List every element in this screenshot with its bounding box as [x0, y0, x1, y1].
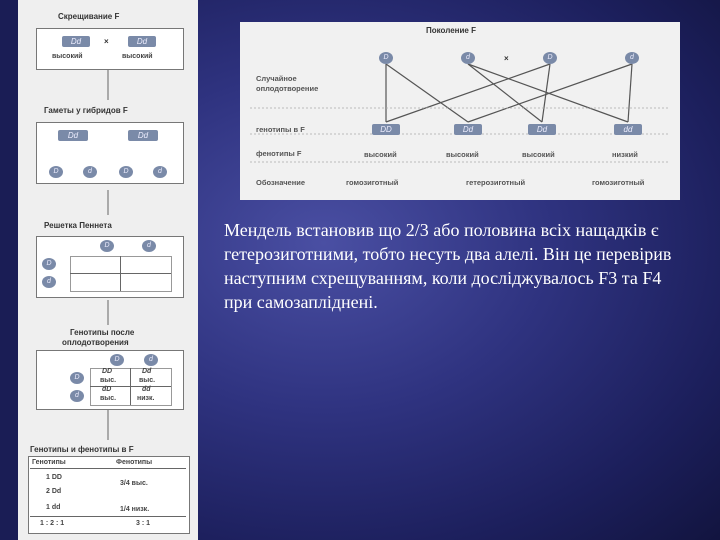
cross-title: Скрещивание F [58, 12, 120, 21]
designation-item: гетерозиготный [466, 178, 526, 187]
summary-header-divider [30, 468, 186, 469]
phenotype-ratio: 3 : 1 [136, 520, 151, 527]
punnett-row-header: D [42, 258, 56, 270]
punnett-row-header: d [42, 276, 56, 288]
punnett-title: Решетка Пеннета [44, 221, 112, 230]
f1-a-chip: Dd [58, 130, 88, 141]
after-title-2: оплодотворения [62, 338, 129, 347]
cross-box [36, 28, 184, 70]
gamete-circle: d [625, 52, 639, 64]
right-crossing-lines [250, 63, 670, 163]
designation-item: гомозиготный [346, 178, 399, 187]
f2-genotype-chip: Dd [528, 124, 556, 135]
genotype-item: 1 DD [46, 474, 62, 481]
gametes-title: Гаметы у гибридов F [44, 106, 128, 115]
gamete-circle: D [379, 52, 393, 64]
genotypes-label: генотипы в F [256, 125, 305, 134]
summary-box [28, 456, 190, 534]
gamete-chip: d [83, 166, 97, 178]
f2-genotype-chip: DD [372, 124, 400, 135]
genotypes-header: Генотипы [32, 459, 66, 466]
punnett-col-header: d [142, 240, 156, 252]
f2-phenotype: высокий [446, 150, 479, 159]
summary-ratio-divider [30, 516, 186, 517]
punnett-grid [70, 256, 172, 292]
parent1-phenotype: высокий [52, 53, 83, 60]
parent1-chip: Dd [62, 36, 90, 47]
cell-genotype: dD [102, 386, 112, 393]
right-diagram-panel: Поколение F D d × D d Случайное оплодотв… [240, 22, 680, 200]
cell-phenotype: выс. [100, 377, 117, 384]
after-col-header: D [110, 354, 124, 366]
f2-phenotype: высокий [522, 150, 555, 159]
gamete-circle: d [461, 52, 475, 64]
f1-b-chip: Dd [128, 130, 158, 141]
parent2-chip: Dd [128, 36, 156, 47]
cell-genotype: dd [142, 386, 151, 393]
after-title-1: Генотипы после [70, 328, 135, 337]
after-grid-divider [90, 386, 171, 387]
f2-genotype-chip: dd [614, 124, 642, 135]
cell-genotype: DD [102, 368, 113, 375]
phenotype-item: 1/4 низк. [120, 506, 150, 513]
generation-title: Поколение F [426, 26, 476, 35]
punnett-grid-divider [70, 273, 171, 274]
gamete-chip: D [49, 166, 63, 178]
f2-genotype-chip: Dd [454, 124, 482, 135]
cell-phenotype: низк. [137, 395, 155, 402]
cell-genotype: Dd [142, 368, 152, 375]
left-strip [0, 0, 18, 540]
after-row-header: D [70, 372, 84, 384]
cell-phenotype: выс. [139, 377, 156, 384]
gamete-circle: D [543, 52, 557, 64]
body-paragraph: Мендель встановив що 2/3 або половина вс… [224, 220, 672, 312]
phenotype-item: 3/4 выс. [120, 480, 148, 487]
after-col-header: d [144, 354, 158, 366]
cross-symbol: × [104, 37, 109, 46]
gamete-chip: d [153, 166, 167, 178]
random-label-2: оплодотворение [256, 84, 319, 93]
designation-label: Обозначение [256, 178, 306, 187]
after-grid [90, 368, 172, 406]
genotype-ratio: 1 : 2 : 1 [40, 520, 65, 527]
parent2-phenotype: высокий [122, 53, 153, 60]
genotype-item: 1 dd [46, 504, 61, 511]
genotype-item: 2 Dd [46, 488, 62, 495]
punnett-col-header: D [100, 240, 114, 252]
summary-title: Генотипы и фенотипы в F [30, 445, 134, 454]
left-diagram-panel: Скрещивание F Dd × Dd высокий высокий Га… [18, 0, 198, 540]
cross-symbol: × [504, 54, 509, 63]
designation-item: гомозиготный [592, 178, 645, 187]
f2-phenotype: низкий [612, 150, 638, 159]
f2-phenotype: высокий [364, 150, 397, 159]
phenotypes-label: фенотипы F [256, 149, 302, 158]
gamete-chip: D [119, 166, 133, 178]
phenotypes-header: Фенотипы [116, 459, 153, 466]
cell-phenotype: выс. [100, 395, 117, 402]
random-label-1: Случайное [256, 74, 297, 83]
after-row-header: d [70, 390, 84, 402]
